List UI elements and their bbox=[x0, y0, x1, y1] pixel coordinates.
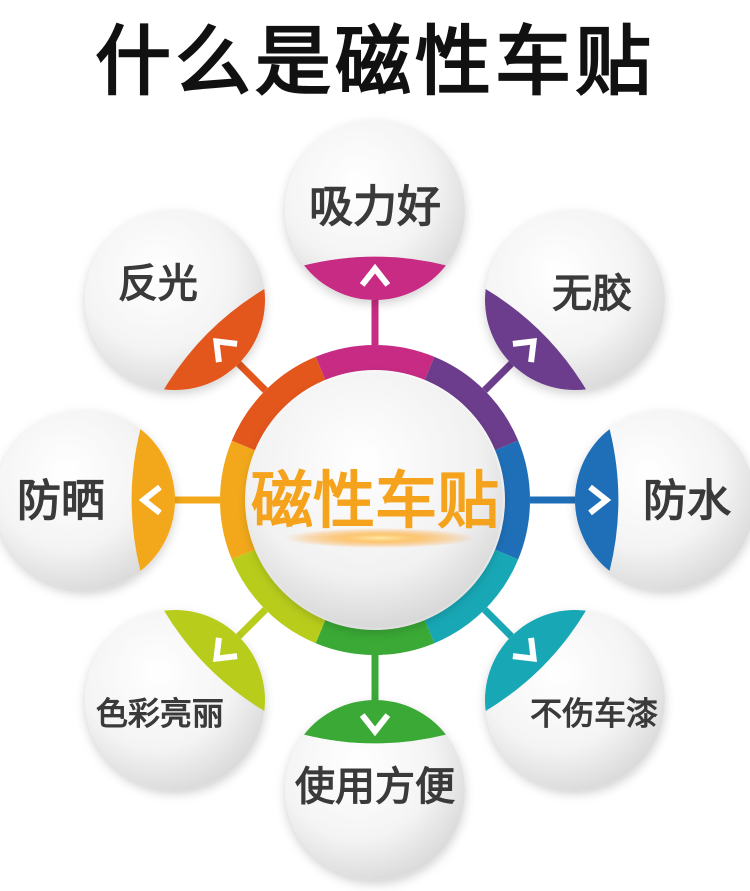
ring-segment-node-fangshui bbox=[495, 440, 530, 560]
node-bushangcheqi: 不伤车漆 bbox=[485, 610, 665, 790]
connector-node-wujiao bbox=[482, 358, 517, 393]
node-fangshai-bubble bbox=[0, 410, 175, 590]
node-wujiao-label: 无胶 bbox=[552, 271, 632, 317]
chevron-up-right-icon bbox=[512, 338, 537, 363]
page-title: 什么是磁性车贴 bbox=[95, 17, 655, 106]
center-hub-circle bbox=[247, 372, 503, 628]
node-fangshai: 防晒 bbox=[0, 410, 175, 590]
node-xili: 吸力好 bbox=[285, 120, 465, 301]
node-bushangcheqi-label: 不伤车漆 bbox=[530, 694, 658, 732]
node-fangshui-cap bbox=[574, 429, 619, 571]
connector-node-fanguang bbox=[233, 358, 268, 393]
connectors bbox=[171, 296, 579, 704]
node-fangshui-label: 防水 bbox=[643, 475, 732, 526]
color-ring bbox=[220, 345, 530, 655]
node-secailiangli-label: 色彩亮丽 bbox=[96, 694, 224, 732]
chevron-right-icon bbox=[588, 484, 612, 516]
ring-segment-node-fangshai bbox=[220, 440, 255, 560]
chevron-down-icon bbox=[359, 713, 391, 737]
node-fanguang-label: 反光 bbox=[118, 261, 198, 307]
center-glow bbox=[285, 528, 475, 548]
ring-segment-node-shiyongfangbian bbox=[315, 620, 435, 655]
connector-node-bushangcheqi bbox=[482, 607, 517, 642]
node-fangshui: 防水 bbox=[574, 410, 750, 590]
ring-segment-node-fanguang bbox=[231, 356, 326, 451]
node-xili-cap bbox=[304, 256, 446, 301]
node-fangshai-cap bbox=[131, 429, 175, 571]
node-shiyongfangbian-bubble bbox=[285, 700, 465, 880]
node-shiyongfangbian-cap bbox=[304, 700, 446, 744]
node-xili-label: 吸力好 bbox=[309, 181, 441, 232]
node-secailiangli: 色彩亮丽 bbox=[85, 609, 266, 790]
node-wujiao: 无胶 bbox=[485, 210, 665, 391]
node-shiyongfangbian-label: 使用方便 bbox=[295, 764, 456, 810]
chevron-down-left-icon bbox=[213, 637, 238, 662]
chevron-left-icon bbox=[138, 484, 162, 516]
chevron-up-icon bbox=[359, 263, 391, 287]
ring-segment-node-bushangcheqi bbox=[424, 549, 519, 644]
ring-segment-node-wujiao bbox=[424, 356, 519, 451]
ring-segment-node-secailiangli bbox=[231, 549, 326, 644]
node-fangshui-bubble bbox=[575, 410, 750, 590]
chevron-up-left-icon bbox=[213, 338, 238, 363]
node-xili-bubble bbox=[285, 120, 465, 300]
center-label: 磁性车贴 bbox=[251, 464, 499, 537]
node-shiyongfangbian: 使用方便 bbox=[285, 700, 465, 880]
connector-node-secailiangli bbox=[233, 607, 268, 642]
center-hub: 磁性车贴 bbox=[247, 372, 503, 628]
node-fangshai-label: 防晒 bbox=[17, 475, 105, 526]
node-fanguang: 反光 bbox=[85, 210, 266, 390]
ring-segment-node-xili bbox=[315, 345, 435, 380]
chevron-down-right-icon bbox=[512, 637, 537, 662]
